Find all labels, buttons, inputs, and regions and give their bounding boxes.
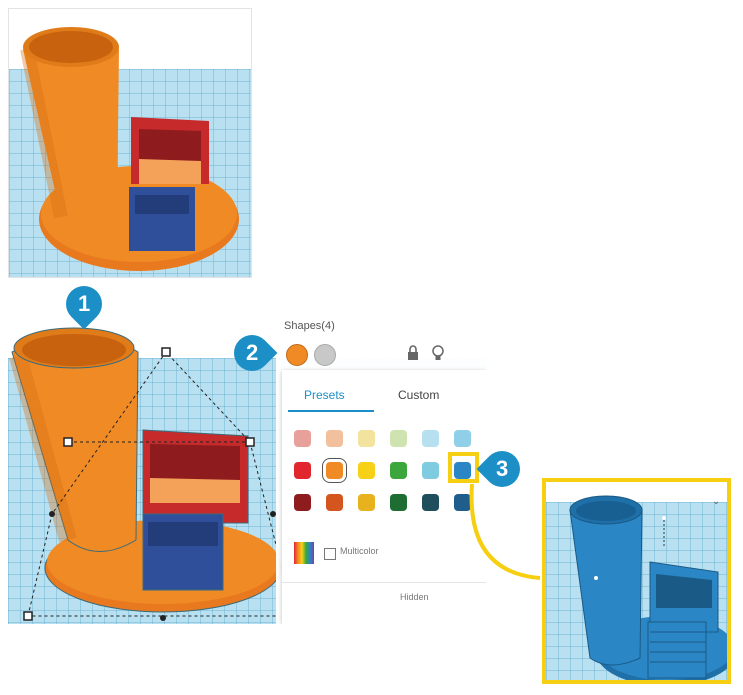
swatch-r3-2[interactable] [326, 494, 343, 511]
swatch-r2-2-selected[interactable] [322, 458, 347, 483]
swatch-r1-2[interactable] [326, 430, 343, 447]
swatch-r2-6-blue[interactable] [454, 462, 471, 479]
swatch-r3-1[interactable] [294, 494, 311, 511]
selected-shapes[interactable] [8, 318, 486, 624]
swatch-r1-3[interactable] [358, 430, 375, 447]
swatch-r3-5[interactable] [422, 494, 439, 511]
original-shapes [20, 27, 239, 271]
hidden-label: Hidden [400, 592, 429, 602]
chevron-down-icon[interactable]: ⌄ [712, 496, 721, 507]
tab-custom[interactable]: Custom [398, 388, 440, 402]
swatch-r2-4[interactable] [390, 462, 407, 479]
swatch-r1-5[interactable] [422, 430, 439, 447]
result-thumbnail: ⌄ [542, 478, 731, 684]
lock-icon[interactable] [406, 344, 420, 362]
color-button-orange[interactable] [286, 344, 308, 366]
color-button-hole[interactable] [314, 344, 336, 366]
connector-line [469, 483, 541, 580]
tab-presets-underline [288, 410, 374, 412]
swatch-highlight-box [448, 452, 479, 483]
blue-shapes [569, 495, 727, 680]
tab-presets[interactable]: Presets [304, 388, 345, 402]
swatch-r1-4[interactable] [390, 430, 407, 447]
swatch-r2-5[interactable] [422, 462, 439, 479]
swatch-r2-3[interactable] [358, 462, 375, 479]
color-picker-popup: Presets Custom Multicolor [282, 370, 486, 624]
multicolor-label: Multicolor [340, 546, 379, 556]
divider [282, 582, 486, 583]
inspector-title: Shapes(4) [284, 320, 335, 332]
lightbulb-icon[interactable] [431, 344, 445, 362]
checkbox-icon[interactable] [324, 548, 336, 560]
rainbow-icon[interactable] [294, 542, 314, 564]
swatch-r3-4[interactable] [390, 494, 407, 511]
swatch-r2-1[interactable] [294, 462, 311, 479]
tinkercad-editor-screenshot: Shapes(4) Presets Custom [8, 318, 486, 624]
original-scene-thumbnail [8, 8, 252, 278]
swatch-r3-6[interactable] [454, 494, 471, 511]
swatch-r1-1[interactable] [294, 430, 311, 447]
swatch-r3-3[interactable] [358, 494, 375, 511]
swatch-r1-6[interactable] [454, 430, 471, 447]
